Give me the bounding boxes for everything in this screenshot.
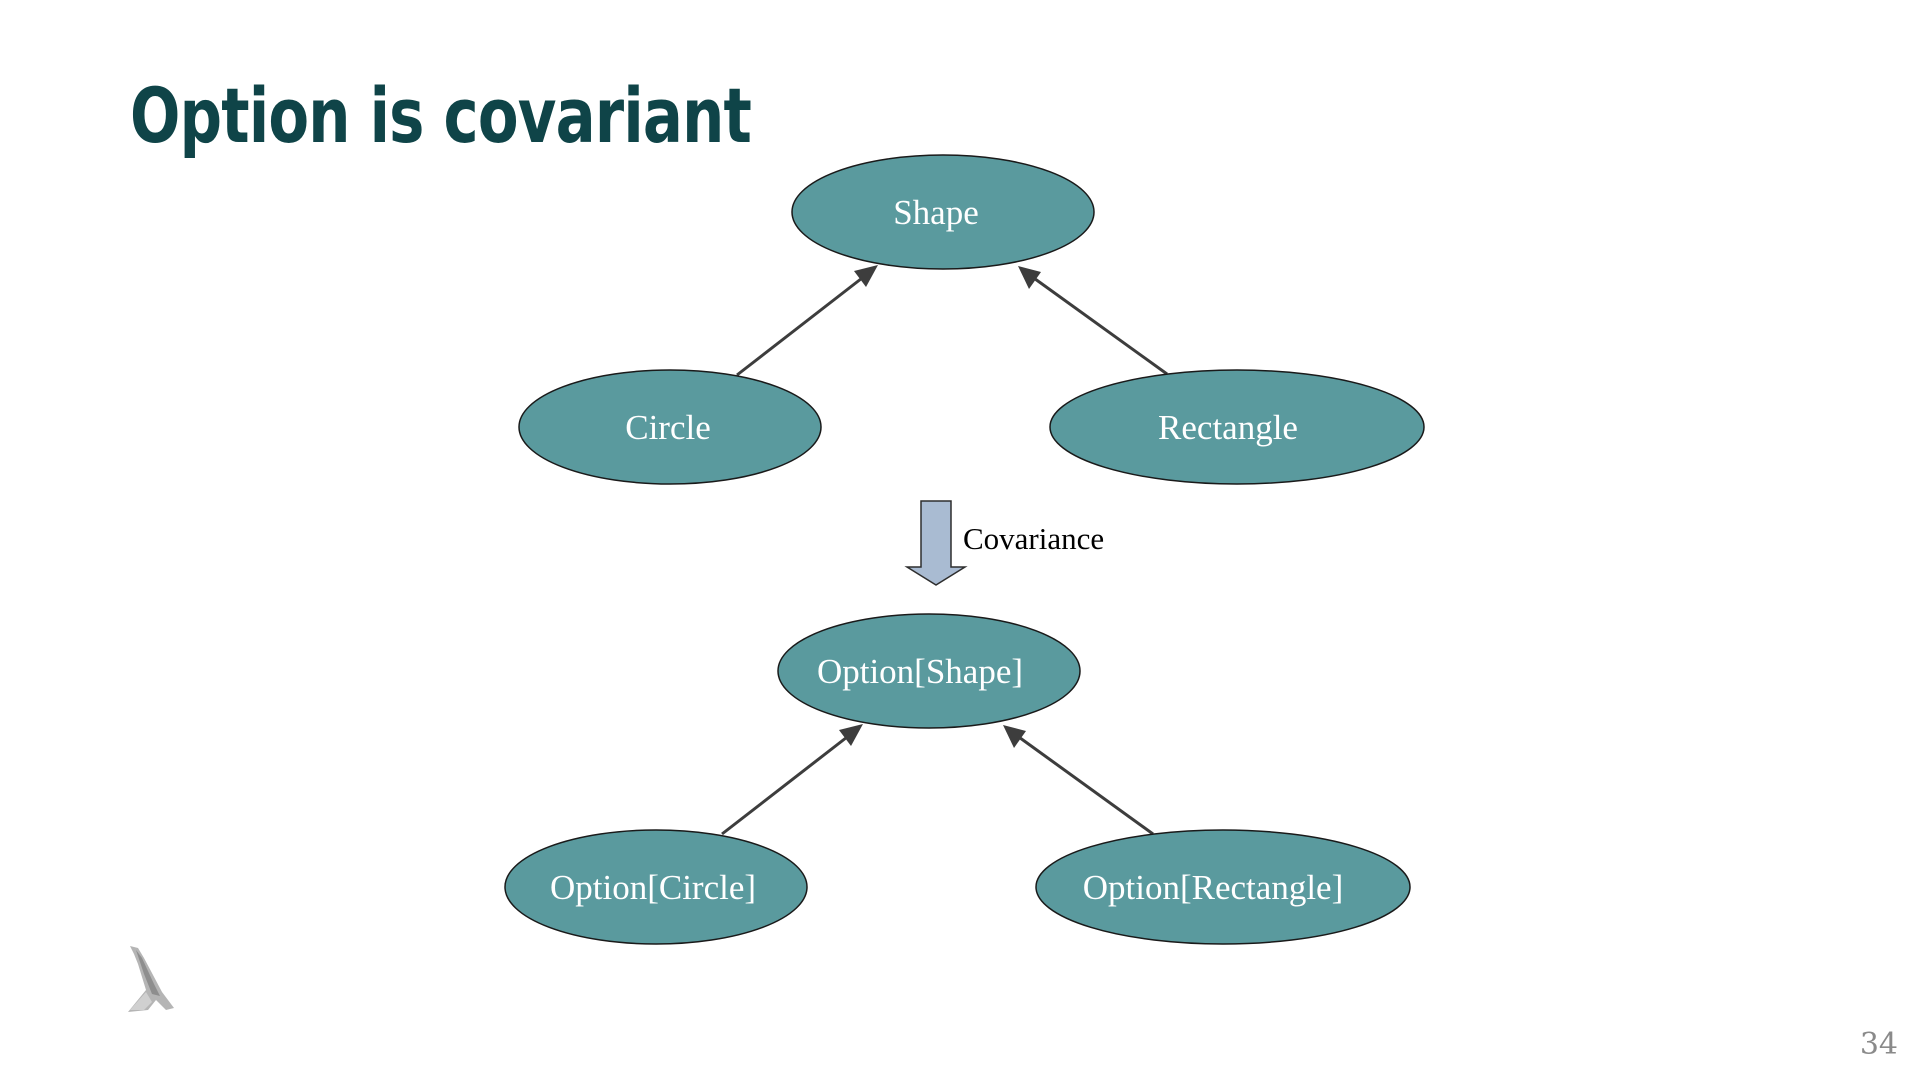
node-option-rectangle-label: Option[Rectangle] (1083, 868, 1343, 907)
edge-option-circle-to-option-shape (721, 724, 863, 836)
node-option-circle: Option[Circle] (504, 829, 808, 945)
covariance-arrow (904, 500, 968, 586)
node-option-shape-label: Option[Shape] (817, 652, 1023, 691)
node-option-rectangle: Option[Rectangle] (1035, 829, 1411, 945)
node-shape: Shape (791, 154, 1095, 270)
covariance-label: Covariance (963, 521, 1104, 556)
page-number: 34 (1859, 1027, 1898, 1062)
node-shape-label: Shape (893, 193, 979, 232)
edge-circle-to-shape (736, 265, 878, 377)
node-circle: Circle (518, 369, 822, 485)
node-rectangle-label: Rectangle (1158, 408, 1298, 447)
edge-option-rectangle-to-option-shape (1003, 725, 1154, 836)
node-option-circle-label: Option[Circle] (550, 868, 756, 907)
node-option-shape: Option[Shape] (777, 613, 1081, 729)
slide-title: Option is covariant (130, 71, 752, 160)
node-circle-label: Circle (625, 408, 711, 447)
node-rectangle: Rectangle (1049, 369, 1425, 485)
lambda-logo-icon (128, 946, 174, 1012)
edge-rectangle-to-shape (1018, 266, 1168, 376)
